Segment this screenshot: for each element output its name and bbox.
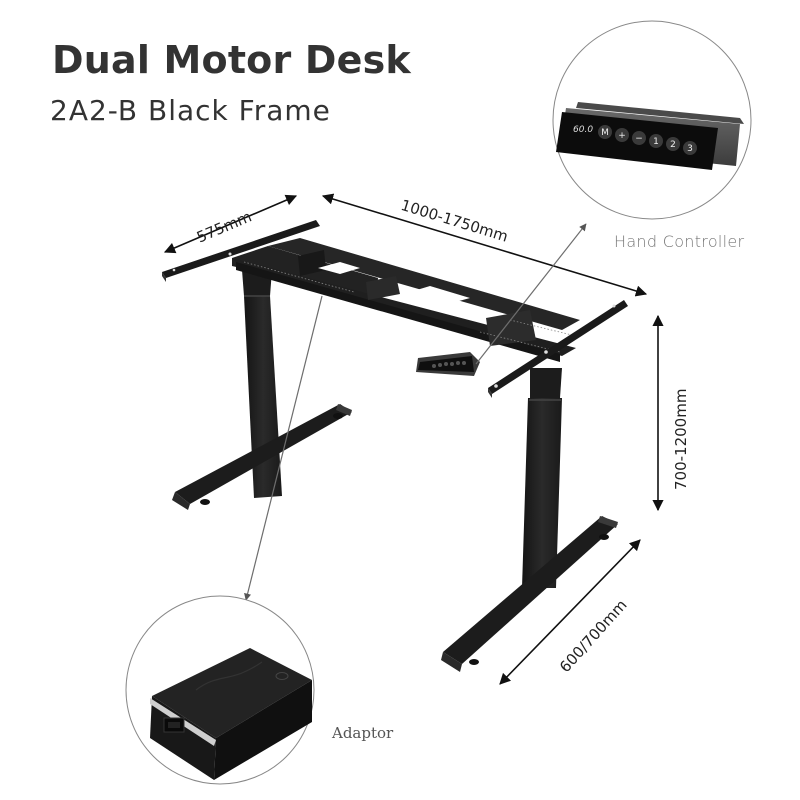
page-title: Dual Motor Desk	[52, 38, 411, 82]
controller-button-down: −	[635, 134, 643, 144]
controller-button-3: 3	[687, 144, 693, 154]
top-frame	[162, 220, 628, 398]
hand-controller-pointer	[475, 223, 587, 365]
controller-button-1: 1	[653, 137, 659, 147]
controller-button-m: M	[601, 128, 609, 138]
mounted-hand-controller	[416, 352, 480, 376]
hand-controller-callout: 60.0 M + − 1 2 3	[552, 20, 752, 220]
controller-display: 60.0	[573, 125, 593, 135]
left-leg	[172, 270, 352, 510]
height-dimension-label: 700-1200mm	[672, 388, 690, 490]
adaptor-pointer	[244, 295, 323, 601]
dimension-arrows	[163, 193, 664, 685]
right-leg	[441, 368, 618, 672]
adaptor-label: Adaptor	[332, 724, 394, 742]
page-subtitle: 2A2-B Black Frame	[50, 94, 331, 127]
controller-button-2: 2	[670, 140, 676, 150]
adaptor-callout	[125, 595, 315, 785]
hand-controller-label: Hand Controller	[614, 232, 745, 251]
controller-button-up: +	[618, 131, 626, 141]
